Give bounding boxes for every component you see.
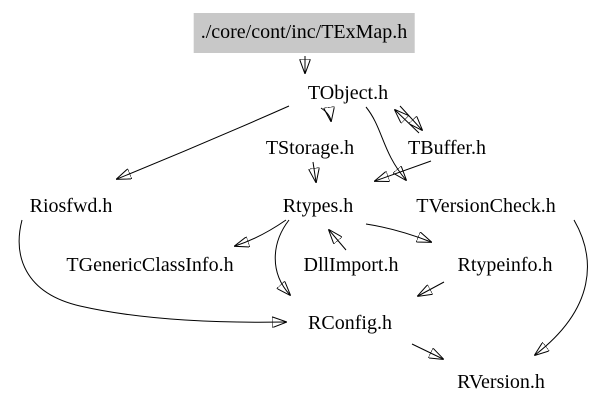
- edge-dllimport-to-rtypes: [329, 230, 347, 251]
- node-rconfig[interactable]: RConfig.h: [308, 312, 392, 334]
- edge-tstorage-to-rtypes: [313, 161, 316, 182]
- edge-tbuffer-to-tobject: [395, 110, 420, 134]
- edge-rtypeinfo-to-rconfig: [418, 281, 445, 296]
- node-rversion[interactable]: RVersion.h: [457, 371, 545, 393]
- edge-tobject-to-tstorage: [320, 108, 331, 121]
- edge-rconfig-to-rversion: [411, 343, 443, 359]
- edge-tobject-to-tversioncheck: [365, 106, 406, 180]
- node-tversioncheck[interactable]: TVersionCheck.h: [416, 195, 556, 217]
- edge-rtypes-to-rtypeinfo: [365, 223, 431, 242]
- node-tobject[interactable]: TObject.h: [307, 82, 389, 104]
- node-dllimport[interactable]: DllImport.h: [303, 254, 399, 276]
- node-riosfwd[interactable]: Riosfwd.h: [29, 195, 113, 217]
- edge-tobject-to-riosfwd: [117, 105, 290, 179]
- edge-rtypes-to-tgenericclassinfo: [235, 219, 287, 246]
- edge-tbuffer-to-rtypes: [375, 160, 432, 181]
- edge-rtypes-to-rconfig: [274, 219, 290, 295]
- node-rtypes[interactable]: Rtypes.h: [282, 195, 354, 217]
- node-rtypeinfo[interactable]: Rtypeinfo.h: [457, 254, 553, 276]
- node-texmap-current: ./core/cont/inc/TExMap.h: [193, 13, 415, 53]
- node-tbuffer[interactable]: TBuffer.h: [408, 137, 486, 159]
- edge-tversioncheck-to-rversion: [535, 219, 588, 355]
- node-tgenericclassinfo[interactable]: TGenericClassInfo.h: [66, 254, 234, 276]
- node-tstorage[interactable]: TStorage.h: [265, 137, 355, 159]
- edge-tobject-to-tbuffer: [399, 105, 422, 130]
